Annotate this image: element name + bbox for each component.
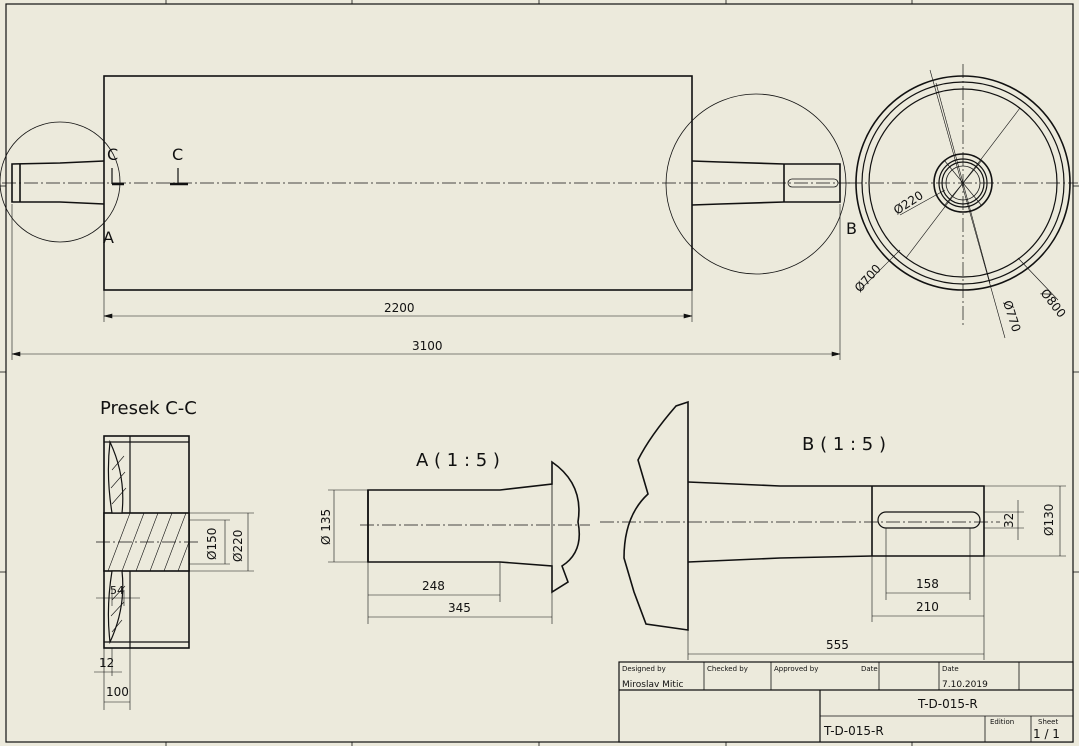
- dim-3100-text: 3100: [412, 339, 443, 353]
- detail-a-view: A ( 1 : 5 ) Ø 135 248 345: [319, 450, 590, 624]
- a-248: 248: [422, 579, 445, 593]
- sheet-border: [5, 3, 1074, 743]
- left-shaft: [11, 160, 105, 205]
- tb-designer: Miroslav Mitic: [622, 680, 683, 690]
- end-d770: Ø770: [1000, 299, 1023, 334]
- b-d130: Ø130: [1042, 504, 1056, 536]
- a-d135: Ø 135: [319, 509, 333, 545]
- detail-b-view: B ( 1 : 5 ) 158 210 555 32: [600, 400, 1066, 660]
- section-12: 12: [99, 656, 114, 670]
- detail-b-marker: B: [846, 219, 857, 238]
- dim-2200-text: 2200: [384, 301, 415, 315]
- title-block: Designed by Checked by Approved by Date …: [618, 661, 1074, 743]
- section-cc-view: Presek C-C: [94, 398, 254, 710]
- b-32: 32: [1002, 513, 1016, 528]
- tb-date: 7.10.2019: [942, 680, 988, 690]
- b-158: 158: [916, 577, 939, 591]
- detail-b-circle: [665, 93, 847, 275]
- b-555: 555: [826, 638, 849, 652]
- section-54: 54: [110, 584, 124, 597]
- tb-drawing-number: T-D-015-R: [823, 724, 884, 738]
- detail-a-circle: [0, 121, 121, 243]
- cut-letter-left: C: [107, 145, 118, 164]
- a-345: 345: [448, 601, 471, 615]
- main-side-view: A B C C 2200 3100: [0, 75, 857, 360]
- tb-designed-by-label: Designed by: [622, 665, 666, 673]
- end-d800: Ø800: [1038, 286, 1069, 320]
- section-d150: Ø150: [205, 528, 219, 560]
- tb-checked-by-label: Checked by: [707, 665, 748, 673]
- b-keyway: [877, 511, 981, 529]
- tb-date-label-2: Date: [942, 665, 959, 673]
- detail-b-label: B ( 1 : 5 ): [802, 434, 886, 455]
- tb-sheet: 1 / 1: [1033, 727, 1060, 741]
- tb-sheet-label: Sheet: [1038, 718, 1058, 726]
- section-label: Presek C-C: [100, 398, 197, 419]
- end-d700: Ø700: [852, 262, 884, 295]
- dim-2200: [103, 290, 693, 322]
- end-d220: Ø220: [891, 188, 926, 217]
- section-d220: Ø220: [231, 530, 245, 562]
- b-210: 210: [916, 600, 939, 614]
- tb-drawing-title: T-D-015-R: [917, 697, 978, 711]
- tb-edition-label: Edition: [990, 718, 1014, 726]
- dim-3100: [11, 204, 841, 360]
- detail-a-label: A ( 1 : 5 ): [416, 450, 500, 471]
- cut-letter-right: C: [172, 145, 183, 164]
- tb-date-label-1: Date: [861, 665, 878, 673]
- end-view: Ø220 Ø700 Ø770 Ø800: [848, 64, 1078, 339]
- tb-approved-by-label: Approved by: [774, 665, 818, 673]
- detail-a-marker: A: [103, 228, 114, 247]
- section-cut-markers: [111, 168, 188, 186]
- section-100: 100: [106, 685, 129, 699]
